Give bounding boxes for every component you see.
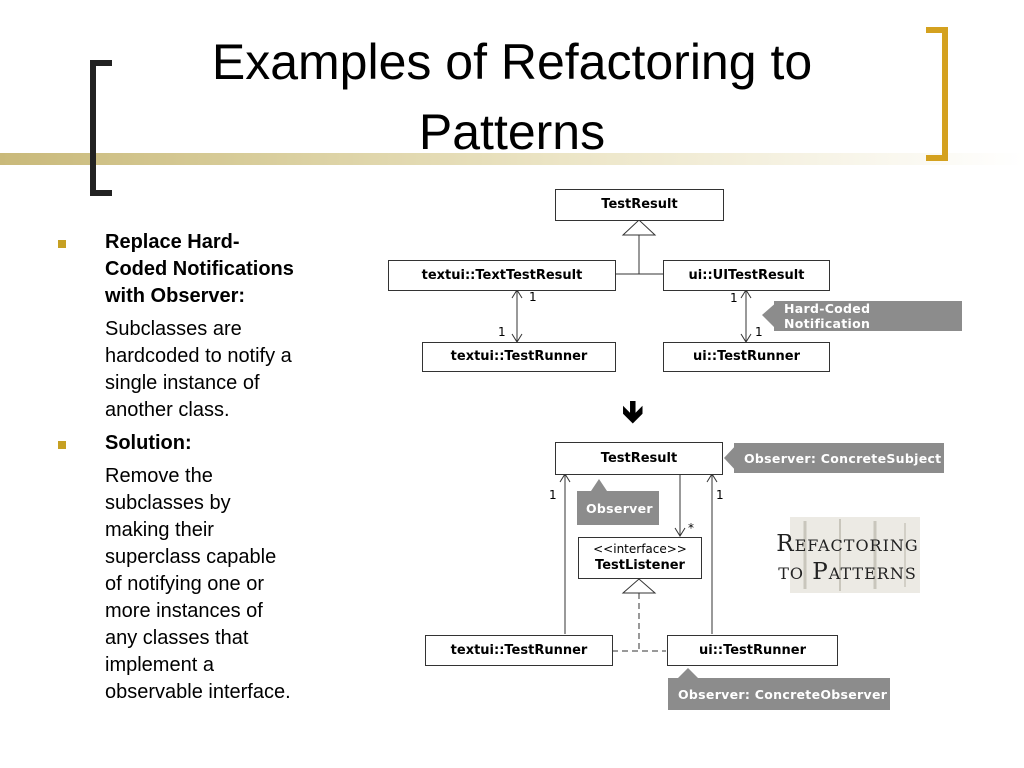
- uml-interface-testlistener: <<interface>> TestListener: [578, 537, 702, 579]
- tag-observer: Observer: [577, 491, 659, 525]
- tag-hardcoded-notification: Hard-Coded Notification: [774, 301, 960, 331]
- bullet-1-body-line-3: single instance of: [105, 372, 260, 394]
- uml-class-uitestresult: ui::UITestResult: [663, 260, 830, 291]
- book-cover-logo: Refactoring to Patterns: [745, 515, 950, 595]
- bullet-2-body-line-5: of notifying one or: [105, 573, 264, 595]
- uml-class-ui-testrunner-after: ui::TestRunner: [667, 635, 838, 666]
- bullet-2-body-line-4: superclass capable: [105, 546, 277, 568]
- uml-class-texttestresult: textui::TextTestResult: [388, 260, 616, 291]
- multiplicity-label: 1: [730, 291, 738, 305]
- bullet-2-body-line-3: making their: [105, 519, 214, 541]
- uml-class-ui-testrunner: ui::TestRunner: [663, 342, 830, 372]
- slide-title-line-1: Examples of Refactoring to: [211, 34, 813, 90]
- bullet-2-body-line-9: observable interface.: [105, 681, 291, 703]
- arrow-down-icon: 🡻: [622, 395, 644, 430]
- book-cover-background: [790, 517, 920, 593]
- interface-stereotype: <<interface>>: [593, 542, 687, 556]
- bullet-2-heading: Solution:: [105, 432, 192, 454]
- uml-class-textui-testrunner: textui::TestRunner: [422, 342, 616, 372]
- bullet-1-heading-line-2: Coded Notifications: [105, 258, 294, 280]
- uml-class-testresult-after: TestResult: [555, 442, 723, 475]
- bullet-1-body-line-2: hardcoded to notify a: [105, 345, 292, 367]
- tag-concrete-observer: Observer: ConcreteObserver: [668, 678, 890, 710]
- tag-concrete-subject: Observer: ConcreteSubject: [734, 443, 944, 473]
- bullet-1-heading-line-3: with Observer:: [105, 285, 246, 307]
- bullet-2-body-line-6: more instances of: [105, 600, 263, 622]
- bullet-2-body-line-1: Remove the: [105, 465, 213, 487]
- bullet-2-body-line-7: any classes that: [105, 627, 249, 649]
- multiplicity-label: 1: [529, 290, 537, 304]
- bullet-2-body-line-2: subclasses by: [105, 492, 231, 514]
- book-title-line-1: Refactoring: [776, 531, 919, 557]
- bullet-2-body-line-8: implement a: [105, 654, 214, 676]
- book-title-line-2: to Patterns: [778, 559, 917, 585]
- slide-title-line-2: Patterns: [418, 104, 606, 160]
- bullet-1-body-line-1: Subclasses are: [105, 318, 242, 340]
- left-bracket-decoration: [90, 60, 112, 196]
- multiplicity-label: 1: [498, 325, 506, 339]
- uml-class-textui-testrunner-after: textui::TestRunner: [425, 635, 613, 666]
- multiplicity-label: 1: [755, 325, 763, 339]
- right-bracket-decoration: [926, 27, 948, 161]
- bullet-marker: [58, 240, 66, 248]
- multiplicity-label: *: [688, 521, 694, 535]
- title-underline-bar: [0, 153, 1024, 165]
- multiplicity-label: 1: [549, 488, 557, 502]
- interface-name: TestListener: [595, 558, 685, 573]
- bullet-1-body-line-4: another class.: [105, 399, 230, 421]
- uml-class-testresult: TestResult: [555, 189, 724, 221]
- bullet-marker: [58, 441, 66, 449]
- multiplicity-label: 1: [716, 488, 724, 502]
- bullet-1-heading-line-1: Replace Hard-: [105, 231, 240, 253]
